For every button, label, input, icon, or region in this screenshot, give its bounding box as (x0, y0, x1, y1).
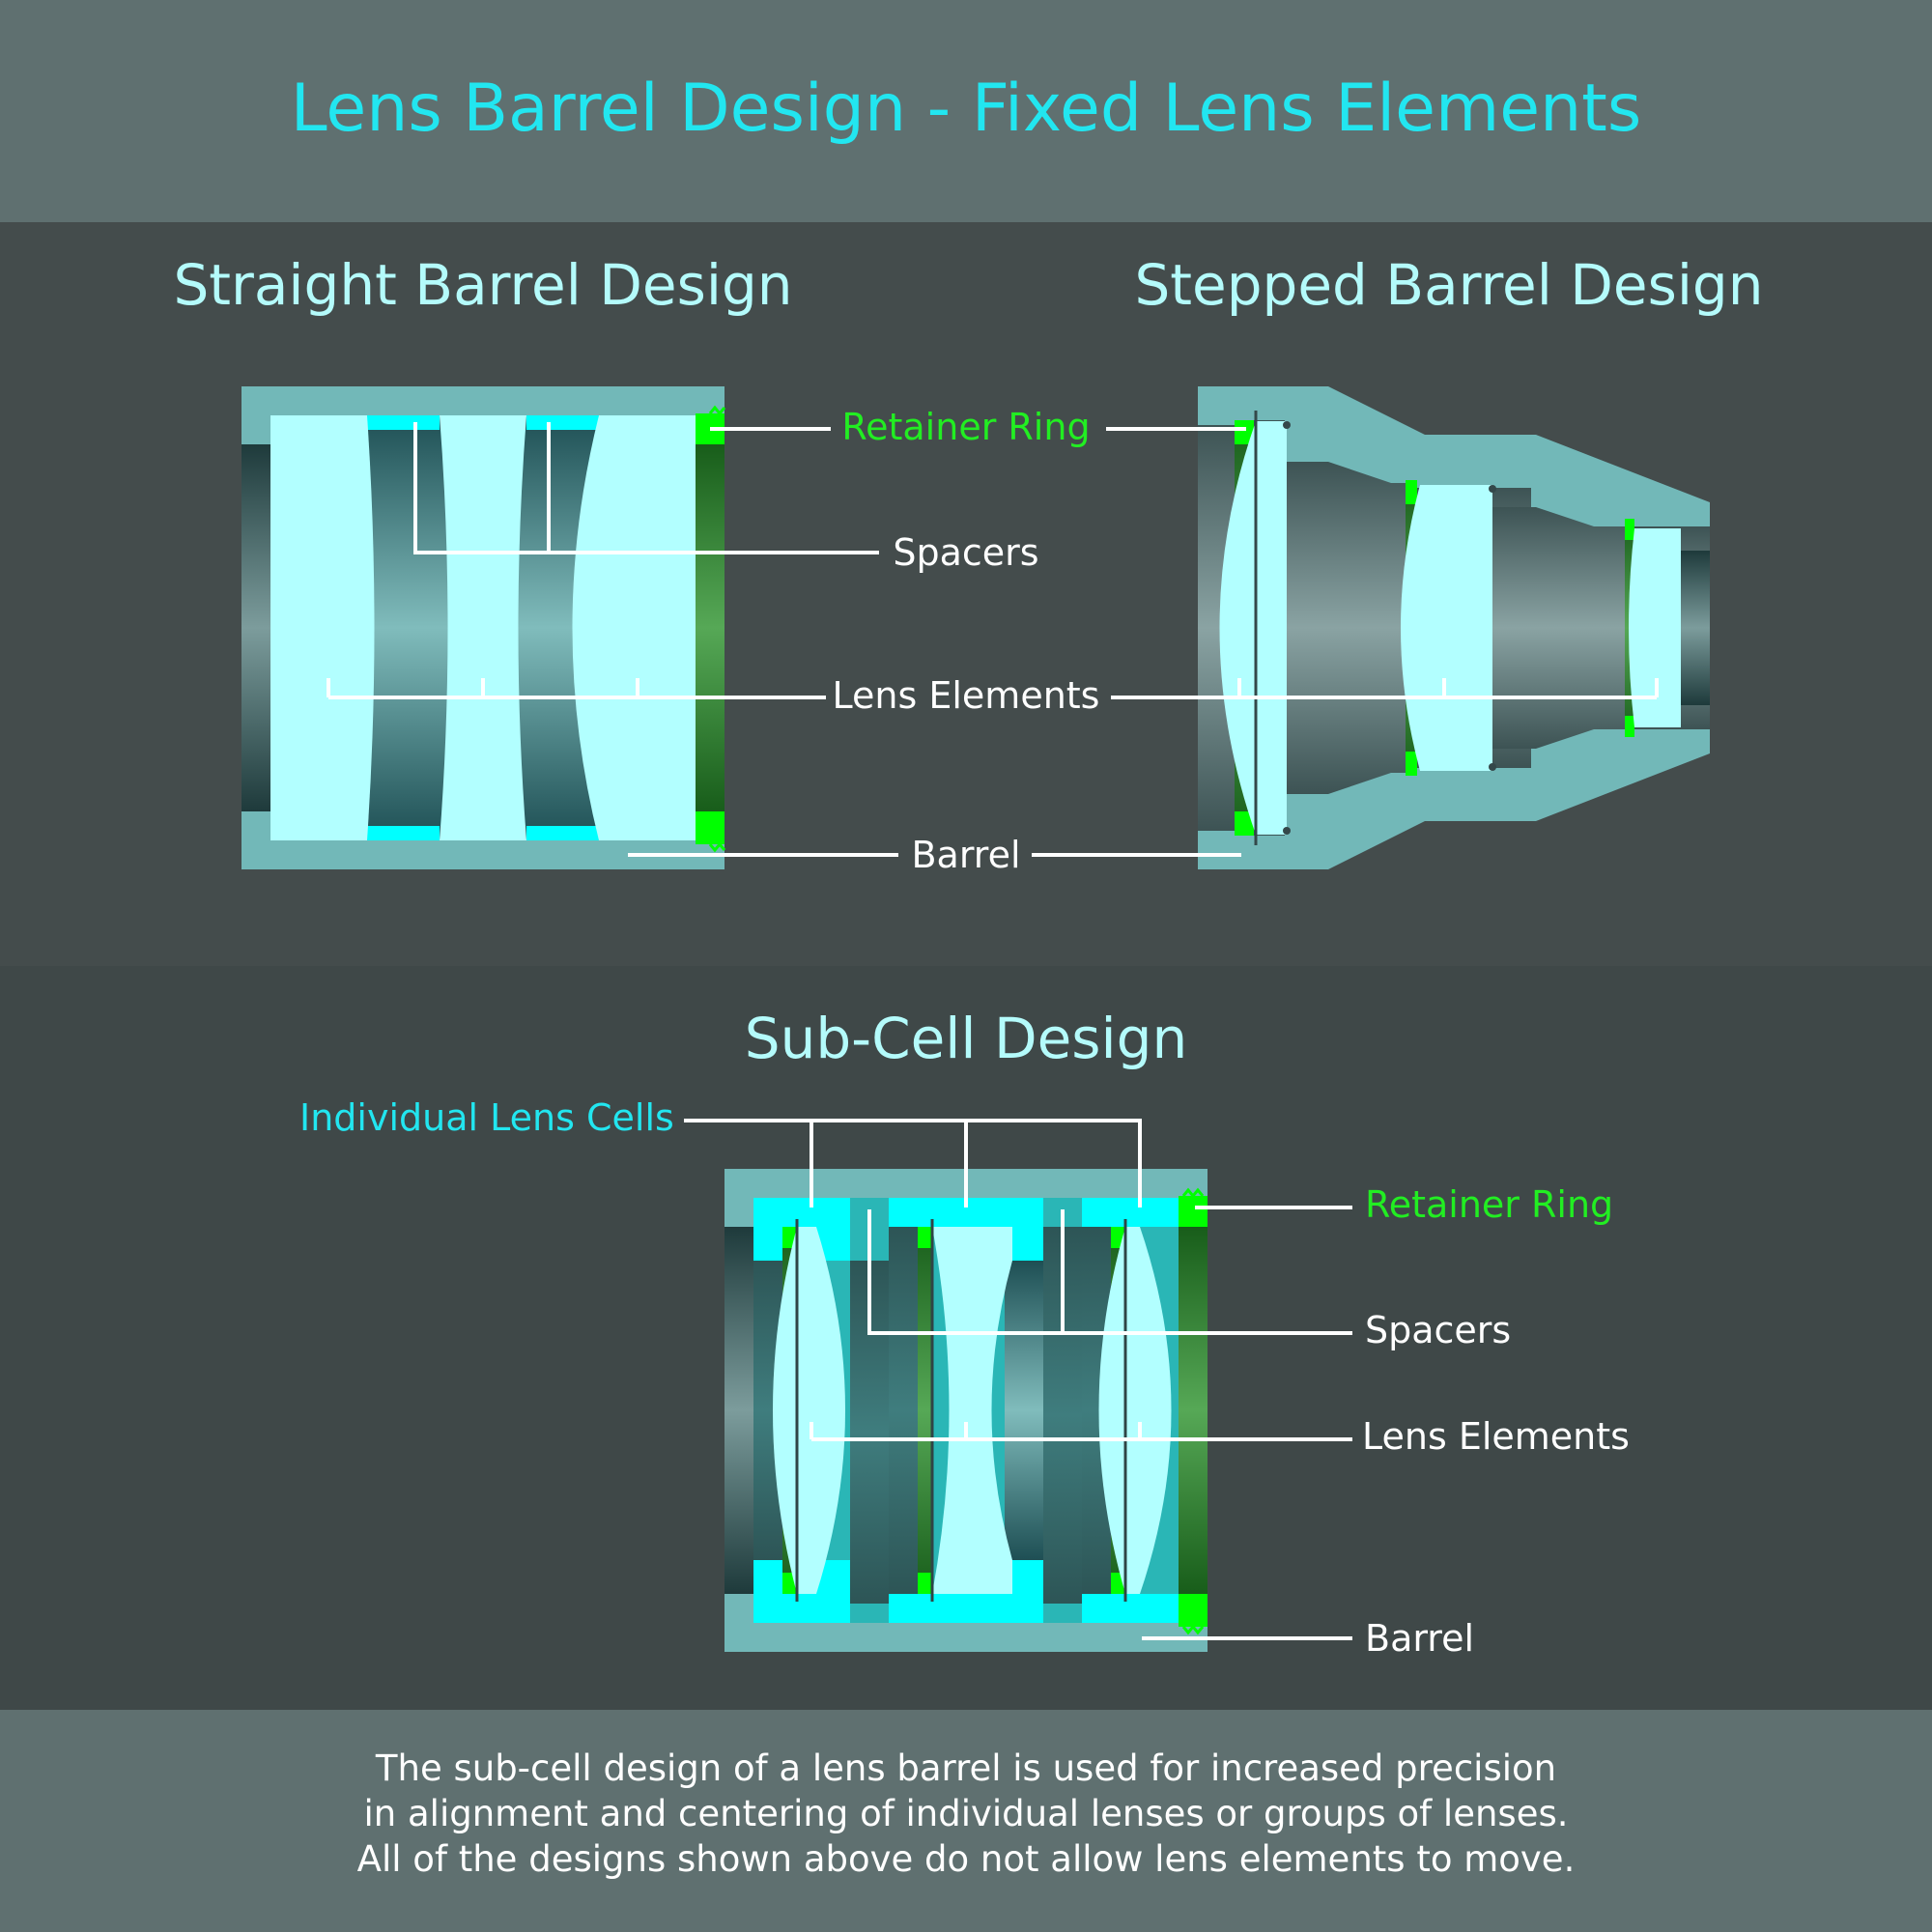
thread-mark (1181, 1187, 1205, 1199)
straight-barrel-heading: Straight Barrel Design (173, 252, 792, 318)
straight-barrel-diagram (242, 386, 726, 869)
label-barrel: Barrel (911, 834, 1020, 876)
lens-cell-bottom (1012, 1560, 1043, 1594)
label-lens-elements: Lens Elements (833, 674, 1100, 717)
subcell-leader-lines (684, 1119, 1352, 1640)
retainer-ring-thread (1406, 480, 1417, 504)
stepped-barrel-exit-bore (1676, 551, 1710, 705)
cell-bore (1005, 1261, 1043, 1560)
lens-cell-top (1012, 1227, 1043, 1261)
retainer-ring-thread (1406, 752, 1417, 776)
thread-mark (708, 841, 726, 853)
straight-barrel-bore (242, 444, 270, 811)
lens-element (440, 415, 526, 840)
cell-bore (889, 1227, 918, 1594)
cell-retainer (918, 1227, 932, 1594)
lens-element (572, 415, 696, 840)
lens-element (270, 415, 375, 840)
title-band (0, 0, 1932, 222)
stepped-barrel-heading: Stepped Barrel Design (1134, 252, 1763, 318)
stepped-barrel-cavity (1492, 507, 1633, 749)
retainer-ring-thread (1179, 1594, 1208, 1627)
label-individual-lens-cells: Individual Lens Cells (299, 1096, 674, 1139)
spacer-top (367, 415, 440, 430)
retainer-ring-thread (1625, 716, 1634, 737)
lens-cell-top (1082, 1198, 1179, 1227)
retainer-ring-thread (696, 811, 724, 844)
spacer-bottom (367, 826, 440, 840)
lens-element (1219, 421, 1287, 835)
subcell-bore (724, 1227, 753, 1594)
footer-line-2: in alignment and centering of individual… (364, 1793, 1569, 1834)
lens-cell-bottom (889, 1594, 1043, 1623)
upper-leader-lines (327, 422, 1659, 857)
retainer-ring (696, 444, 724, 811)
footer-band (0, 1710, 1932, 1932)
page-title: Lens Barrel Design - Fixed Lens Elements (291, 71, 1642, 147)
subcell-label-retainer-ring: Retainer Ring (1365, 1183, 1613, 1226)
thread-mark (708, 405, 726, 416)
lens-element (773, 1227, 845, 1594)
lens-element (1629, 528, 1681, 727)
subcell-heading: Sub-Cell Design (745, 1006, 1187, 1071)
seat-mark (1489, 485, 1496, 493)
seat-mark (1489, 763, 1496, 771)
spacer-top (526, 415, 599, 430)
spacer-bottom (526, 826, 599, 840)
seat-mark (1283, 421, 1291, 429)
cell-retainer-thread (918, 1227, 932, 1248)
retainer-ring-thread (1235, 811, 1254, 836)
subcell-label-barrel: Barrel (1365, 1617, 1474, 1660)
retainer-ring-thread (1179, 1196, 1208, 1227)
thread-mark (1181, 1624, 1205, 1635)
lens-element (1401, 485, 1492, 771)
cell-retainer-thread (918, 1573, 932, 1594)
retainer-ring (1179, 1227, 1208, 1594)
footer-line-1: The sub-cell design of a lens barrel is … (375, 1747, 1556, 1789)
footer-line-3: All of the designs shown above do not al… (357, 1838, 1576, 1880)
seat-mark (1283, 827, 1291, 835)
lens-element (1098, 1227, 1172, 1594)
label-spacers: Spacers (893, 531, 1038, 574)
lens-element (932, 1227, 1012, 1594)
subcell-label-lens-elements: Lens Elements (1362, 1415, 1630, 1458)
subcell-diagram (724, 1169, 1208, 1652)
retainer-ring-thread (1625, 519, 1634, 540)
label-retainer-ring: Retainer Ring (841, 406, 1090, 448)
stepped-barrel-cavity (1285, 462, 1410, 794)
retainer-ring-thread (1235, 420, 1254, 444)
lens-cell-bottom (1082, 1594, 1179, 1623)
subcell-label-spacers: Spacers (1365, 1309, 1511, 1351)
